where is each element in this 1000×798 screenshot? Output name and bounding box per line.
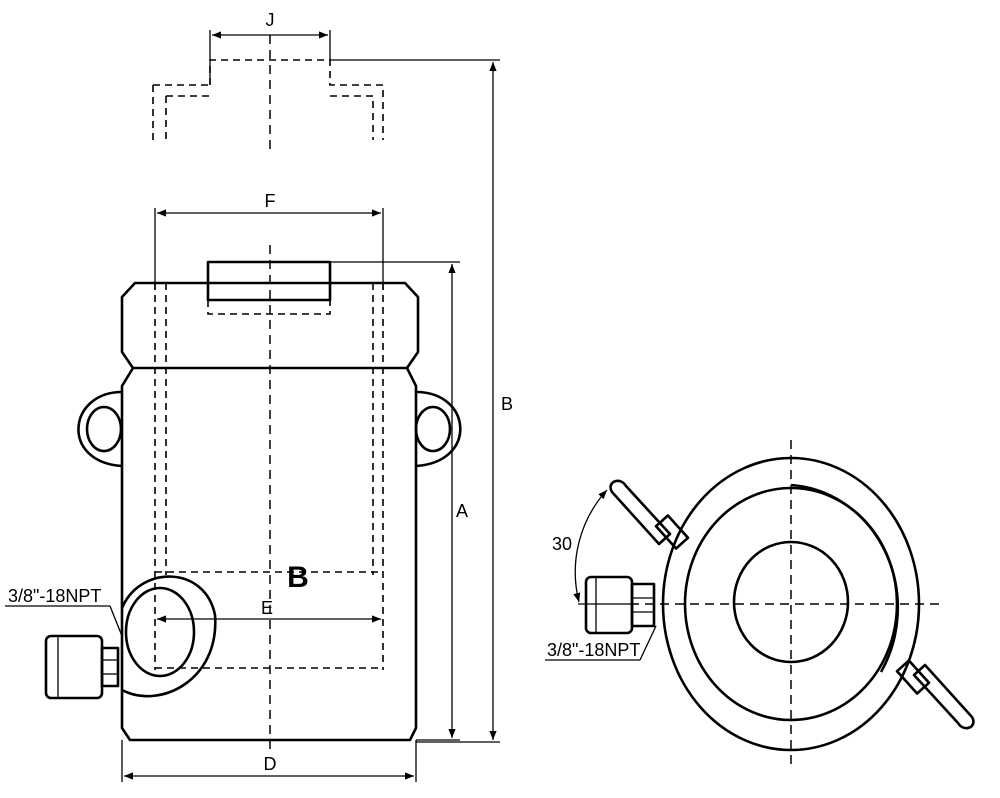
angle-label: 30 xyxy=(552,534,572,554)
port-label-top: 3/8"-18NPT xyxy=(547,640,640,660)
dimension-e: E xyxy=(157,598,381,623)
top-handle-upper-left xyxy=(609,479,690,550)
dimension-d-label: D xyxy=(264,754,277,774)
angle-indicator: 30 xyxy=(552,489,630,605)
top-collar-arc xyxy=(790,483,900,673)
dimension-b: B xyxy=(330,59,513,743)
port-callout-side: 3/8"-18NPT xyxy=(5,586,123,637)
port-callout-top: 3/8"-18NPT xyxy=(545,625,657,661)
dimension-d: D xyxy=(121,740,417,782)
dimension-a-label: A xyxy=(456,501,468,521)
dimension-e-label: E xyxy=(261,598,273,618)
dimension-b-label: B xyxy=(501,394,513,414)
plunger-saddle xyxy=(206,260,332,315)
right-handle xyxy=(414,390,462,468)
section-label: B xyxy=(287,561,309,594)
extended-plunger-phantom xyxy=(152,35,384,155)
port-boss xyxy=(120,575,217,698)
coupler-fitting-top xyxy=(584,575,656,635)
port-label-side: 3/8"-18NPT xyxy=(8,586,101,606)
left-handle xyxy=(77,390,123,468)
hidden-internals xyxy=(154,245,384,750)
dimension-j: J xyxy=(209,10,331,85)
top-view: 30 3/8"-18NPT xyxy=(545,440,975,770)
dimension-a: A xyxy=(330,261,468,741)
top-handle-lower-right xyxy=(895,659,975,730)
dimension-f: F xyxy=(154,191,384,290)
dimension-j-label: J xyxy=(266,10,275,30)
side-view: J F xyxy=(5,10,513,782)
top-plunger-circle xyxy=(732,540,850,664)
coupler-fitting-side xyxy=(44,634,120,700)
dimension-f-label: F xyxy=(265,191,276,211)
